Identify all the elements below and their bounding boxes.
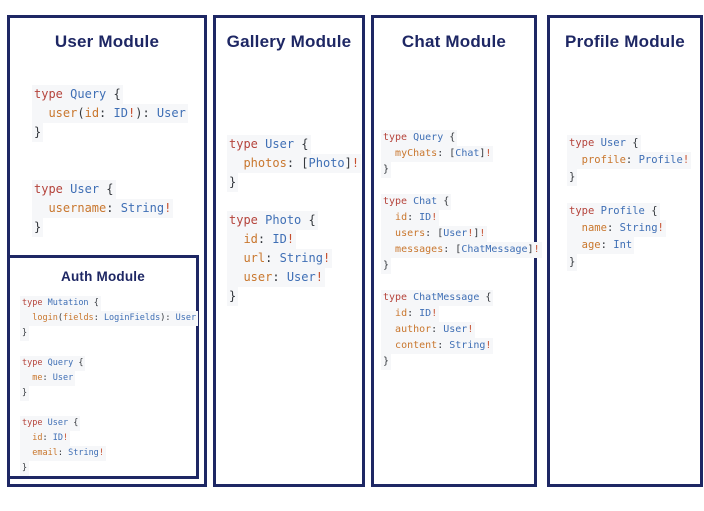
code-line: email: String! bbox=[20, 446, 106, 461]
code-line: } bbox=[227, 287, 239, 306]
code-line: type Chat { bbox=[381, 194, 452, 210]
code-line: } bbox=[567, 254, 578, 271]
code-line: } bbox=[381, 354, 392, 370]
code-line: } bbox=[567, 169, 578, 186]
auth-module-title: Auth Module bbox=[61, 269, 145, 284]
code-line: type Photo { bbox=[227, 211, 318, 230]
code-line: users: [User!]! bbox=[381, 226, 488, 242]
code-line bbox=[381, 178, 391, 194]
chat-module-panel: Chat Module type Query { myChats: [Chat]… bbox=[371, 15, 542, 487]
code-line: profile: Profile! bbox=[567, 152, 692, 169]
code-line: name: String! bbox=[567, 220, 666, 237]
code-line: } bbox=[381, 162, 392, 178]
code-line: type User { bbox=[227, 135, 311, 154]
code-line: me: User bbox=[20, 371, 76, 386]
code-line: } bbox=[381, 258, 392, 274]
code-line: type Query { bbox=[32, 85, 123, 104]
code-line: id: ID! bbox=[20, 431, 71, 446]
code-line: type Query { bbox=[381, 130, 458, 146]
code-line: } bbox=[20, 461, 30, 476]
code-line: type User { bbox=[20, 416, 81, 431]
code-line: login(fields: LoginFields): User bbox=[20, 311, 199, 326]
profile-module-title: Profile Module bbox=[565, 32, 685, 51]
auth-module-code: type Mutation { login(fields: LoginField… bbox=[10, 296, 199, 476]
code-line: } bbox=[32, 218, 44, 237]
code-line bbox=[227, 192, 238, 211]
code-line: messages: [ChatMessage]! bbox=[381, 242, 542, 258]
code-line: type User { bbox=[567, 135, 641, 152]
code-line: type Mutation { bbox=[20, 296, 101, 311]
code-line: type User { bbox=[32, 180, 116, 199]
code-line: type Query { bbox=[20, 356, 86, 371]
code-line: author: User! bbox=[381, 322, 476, 338]
user-module-panel: User Module type Query { user(id: ID!): … bbox=[7, 15, 207, 487]
code-line: url: String! bbox=[227, 249, 333, 268]
code-line: type Profile { bbox=[567, 203, 660, 220]
code-line: id: ID! bbox=[381, 306, 440, 322]
auth-module-panel: Auth Module type Mutation { login(fields… bbox=[7, 255, 199, 479]
code-line: id: ID! bbox=[227, 230, 297, 249]
code-line: content: String! bbox=[381, 338, 494, 354]
code-line: myChats: [Chat]! bbox=[381, 146, 494, 162]
code-line bbox=[32, 142, 43, 161]
gallery-module-panel: Gallery Module type User { photos: [Phot… bbox=[213, 15, 365, 487]
code-line: user(id: ID!): User bbox=[32, 104, 188, 123]
code-line: photos: [Photo]! bbox=[227, 154, 362, 173]
gallery-module-title: Gallery Module bbox=[226, 32, 352, 51]
profile-module-panel: Profile Module type User { profile: Prof… bbox=[547, 15, 703, 487]
user-module-title: User Module bbox=[54, 32, 160, 51]
code-line: } bbox=[32, 123, 44, 142]
code-line bbox=[20, 341, 29, 356]
user-module-code: type Query { user(id: ID!): User} type U… bbox=[10, 85, 204, 237]
code-line: user: User! bbox=[227, 268, 325, 287]
chat-module-title: Chat Module bbox=[401, 32, 507, 51]
chat-module-code: type Query { myChats: [Chat]!} type Chat… bbox=[374, 130, 542, 370]
gallery-module-code: type User { photos: [Photo]!} type Photo… bbox=[216, 135, 362, 306]
code-line: } bbox=[20, 326, 30, 341]
code-line: age: Int bbox=[567, 237, 635, 254]
code-line: type ChatMessage { bbox=[381, 290, 494, 306]
code-line bbox=[381, 274, 391, 290]
profile-module-code: type User { profile: Profile!} type Prof… bbox=[550, 135, 700, 271]
code-line: id: ID! bbox=[381, 210, 440, 226]
code-line: username: String! bbox=[32, 199, 174, 218]
code-line: } bbox=[227, 173, 239, 192]
code-line: } bbox=[20, 386, 30, 401]
code-line bbox=[20, 401, 29, 416]
code-line bbox=[567, 186, 577, 203]
code-line bbox=[32, 161, 43, 180]
